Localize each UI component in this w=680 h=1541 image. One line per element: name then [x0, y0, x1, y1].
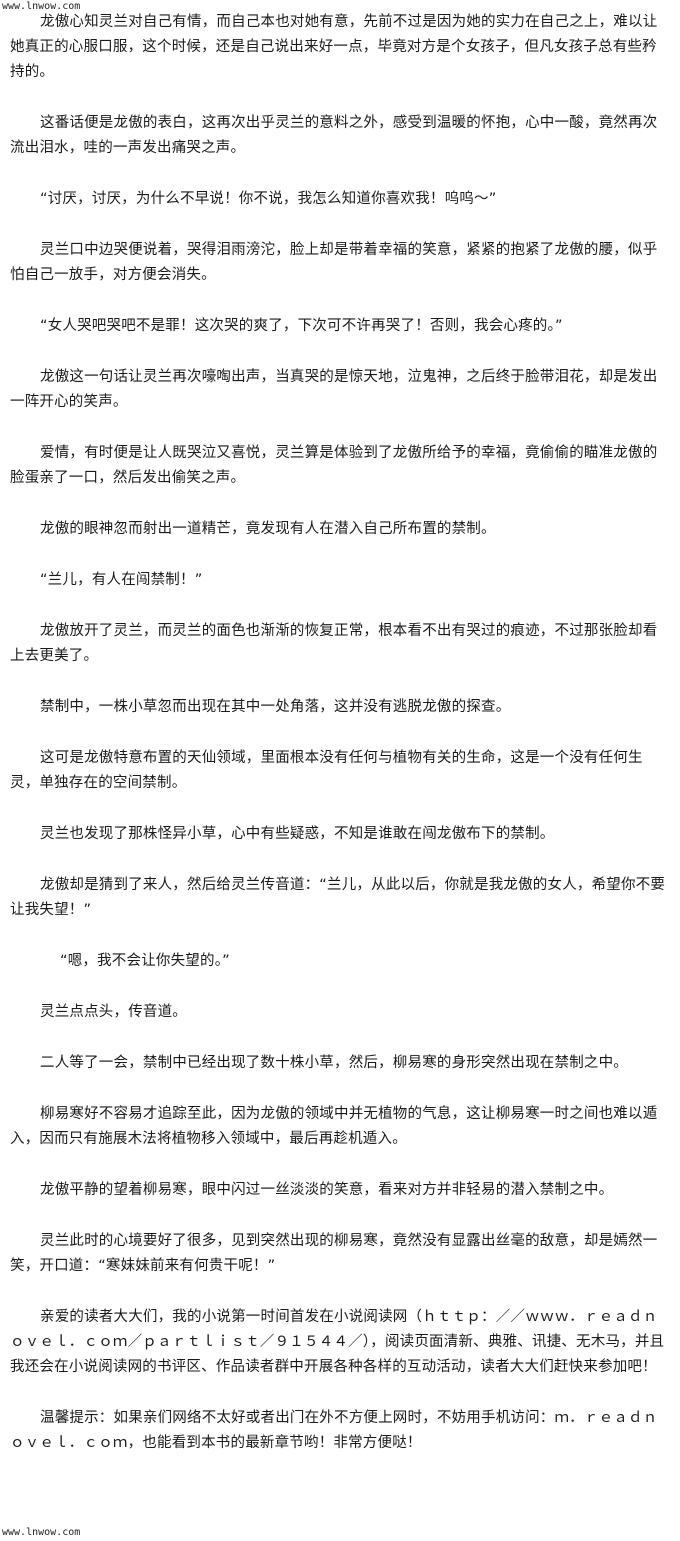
- paragraph-14: 龙傲却是猜到了来人，然后给灵兰传音道：“兰儿，从此以后，你就是我龙傲的女人，希望…: [10, 877, 666, 918]
- site-watermark-bottom: www.lnwow.com: [2, 1527, 81, 1538]
- paragraph-13: 灵兰也发现了那株怪异小草，心中有些疑惑，不知是谁敢在闯龙傲布下的禁制。: [40, 826, 555, 842]
- paragraph-2: 这番话便是龙傲的表白，这再次出乎灵兰的意料之外，感受到温暖的怀抱，心中一酸，竟然…: [10, 115, 658, 156]
- paragraph-18: 柳易寒好不容易才追踪至此，因为龙傲的领域中并无植物的气息，这让柳易寒一时之间也难…: [10, 1106, 658, 1147]
- paragraph-15: “嗯，我不会让你失望的。”: [60, 953, 230, 969]
- paragraph-12: 这可是龙傲特意布置的天仙领域，里面根本没有任何与植物有关的生命，这是一个没有任何…: [10, 750, 643, 791]
- site-watermark-top: www.lnwow.com: [2, 1, 81, 12]
- paragraph-7: 爱情，有时便是让人既哭泣又喜悦，灵兰算是体验到了龙傲所给予的幸福，竟偷偷的瞄准龙…: [10, 445, 658, 486]
- paragraph-20: 灵兰此时的心境要好了很多，见到突然出现的柳易寒，竟然没有显露出丝毫的敌意，却是嫣…: [10, 1233, 658, 1274]
- paragraph-22-tip: 温馨提示：如果亲们网络不太好或者出门在外不方便上网时，不妨用手机访问：ｍ．ｒｅａ…: [10, 1410, 658, 1451]
- paragraph-3: “讨厌，讨厌，为什么不早说！你不说，我怎么知道你喜欢我！呜呜～”: [40, 191, 497, 207]
- paragraph-17: 二人等了一会，禁制中已经出现了数十株小草，然后，柳易寒的身形突然出现在禁制之中。: [40, 1055, 628, 1071]
- paragraph-21-reader-notice: 亲爱的读者大大们，我的小说第一时间首发在小说阅读网（ｈｔｔｐ：／／ｗｗｗ．ｒｅａ…: [10, 1309, 665, 1375]
- paragraph-6: 龙傲这一句话让灵兰再次嚎啕出声，当真哭的是惊天地，泣鬼神，之后终于脸带泪花，却是…: [10, 369, 658, 410]
- paragraph-19: 龙傲平静的望着柳易寒，眼中闪过一丝淡淡的笑意，看来对方并非轻易的潜入禁制之中。: [40, 1182, 614, 1198]
- article-body: 龙傲心知灵兰对自己有情，而自己本也对她有意，先前不过是因为她的实力在自己之上，难…: [10, 10, 670, 1482]
- paragraph-16: 灵兰点点头，传音道。: [40, 1004, 187, 1020]
- paragraph-4: 灵兰口中边哭便说着，哭得泪雨滂沱，脸上却是带着幸福的笑意，紧紧的抱紧了龙傲的腰，…: [10, 242, 658, 283]
- paragraph-11: 禁制中，一株小草忽而出现在其中一处角落，这并没有逃脱龙傲的探查。: [40, 699, 511, 715]
- paragraph-10: 龙傲放开了灵兰，而灵兰的面色也渐渐的恢复正常，根本看不出有哭过的痕迹，不过那张脸…: [10, 623, 658, 664]
- paragraph-8: 龙傲的眼神忽而射出一道精芒，竟发现有人在潜入自己所布置的禁制。: [40, 521, 496, 537]
- paragraph-1: 龙傲心知灵兰对自己有情，而自己本也对她有意，先前不过是因为她的实力在自己之上，难…: [10, 14, 658, 80]
- paragraph-9: “兰儿，有人在闯禁制！”: [40, 572, 203, 588]
- paragraph-5: “女人哭吧哭吧不是罪！这次哭的爽了，下次可不许再哭了！否则，我会心疼的。”: [40, 318, 563, 334]
